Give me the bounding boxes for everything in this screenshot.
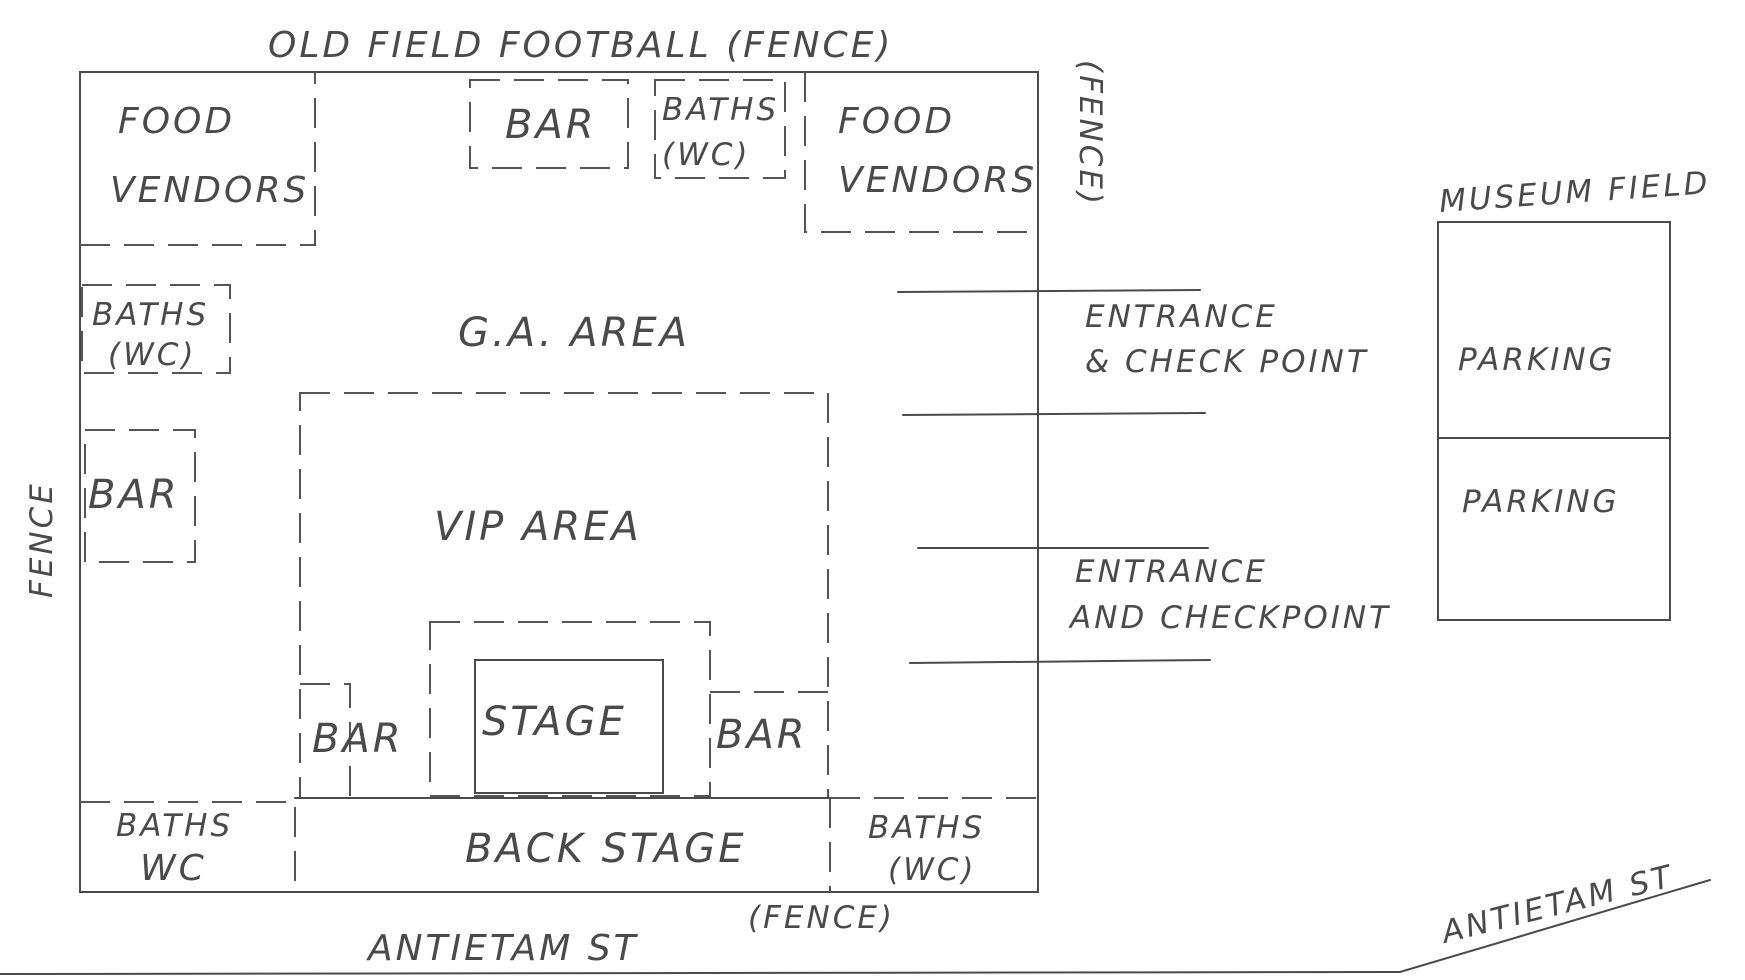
food-vendors-left: FOOD VENDORS xyxy=(110,101,309,211)
svg-text:VENDORS: VENDORS xyxy=(110,170,309,211)
entrance-2-line-bottom xyxy=(909,659,1211,664)
bar-left-box xyxy=(84,429,196,563)
street-right-label: ANTIETAM ST xyxy=(1436,858,1677,951)
svg-text:& CHECK POINT: & CHECK POINT xyxy=(1085,344,1369,380)
svg-text:BATHS: BATHS xyxy=(116,808,233,844)
svg-text:WC: WC xyxy=(140,848,207,889)
svg-text:ENTRANCE: ENTRANCE xyxy=(1085,299,1278,335)
antietam-street-line xyxy=(0,879,1711,975)
svg-text:(WC): (WC) xyxy=(888,852,977,888)
svg-text:(WC): (WC) xyxy=(662,137,751,173)
baths-bottom-right-box xyxy=(829,797,1038,892)
baths-bottom-left-box xyxy=(80,801,296,892)
svg-text:BATHS: BATHS xyxy=(662,92,779,128)
museum-field-label: MUSEUM FIELD xyxy=(1438,165,1712,220)
bar-stage-left: BAR xyxy=(312,716,404,762)
food-vendors-left-box xyxy=(80,72,316,246)
svg-text:BATHS: BATHS xyxy=(92,297,209,333)
svg-text:FOOD: FOOD xyxy=(118,101,235,142)
left-fence-label: FENCE xyxy=(24,481,60,598)
stage: STAGE xyxy=(482,699,627,745)
stage-enclosure xyxy=(429,621,711,797)
baths-top-box xyxy=(654,79,786,179)
svg-text:ENTRANCE: ENTRANCE xyxy=(1075,554,1268,590)
entrance-1-line-bottom xyxy=(902,412,1206,416)
baths-left-box xyxy=(81,284,231,374)
parking-2: PARKING xyxy=(1462,484,1620,520)
svg-text:VENDORS: VENDORS xyxy=(838,160,1037,201)
entrance-2: ENTRANCE AND CHECKPOINT xyxy=(1068,554,1391,636)
ga-area: G.A. AREA xyxy=(458,310,690,356)
baths-top: BATHS (WC) xyxy=(662,92,779,173)
bar-stage-right: BAR xyxy=(716,712,808,758)
baths-bottom-right: BATHS (WC) xyxy=(868,810,985,888)
top-fence-label: OLD FIELD FOOTBALL (FENCE) xyxy=(268,25,893,66)
svg-text:FOOD: FOOD xyxy=(838,101,955,142)
vip-area: VIP AREA xyxy=(434,504,642,550)
museum-parking-lot xyxy=(1437,221,1671,621)
stage-box xyxy=(474,659,664,794)
bottom-fence-label: (FENCE) xyxy=(748,900,895,936)
svg-text:(WC): (WC) xyxy=(108,337,197,373)
food-vendors-right-box xyxy=(804,72,1038,233)
svg-text:BATHS: BATHS xyxy=(868,810,985,846)
bar-top: BAR xyxy=(505,102,597,148)
bar-top-box xyxy=(469,79,629,169)
bar-left: BAR xyxy=(88,472,180,518)
entrance-1-line-top xyxy=(897,289,1201,293)
street-bottom-label: ANTIETAM ST xyxy=(366,928,639,969)
baths-left: BATHS (WC) xyxy=(92,297,209,373)
back-stage: BACK STAGE xyxy=(465,826,746,872)
svg-text:AND CHECKPOINT: AND CHECKPOINT xyxy=(1068,600,1391,636)
right-fence-label: (FENCE) xyxy=(1072,60,1108,207)
venue-boundary xyxy=(79,71,1039,893)
parking-1: PARKING xyxy=(1458,342,1616,378)
baths-bottom-left: BATHS WC xyxy=(116,808,233,889)
food-vendors-right: FOOD VENDORS xyxy=(838,101,1037,201)
bar-stage-left-box xyxy=(300,683,351,798)
entrance-1: ENTRANCE & CHECK POINT xyxy=(1085,299,1369,380)
